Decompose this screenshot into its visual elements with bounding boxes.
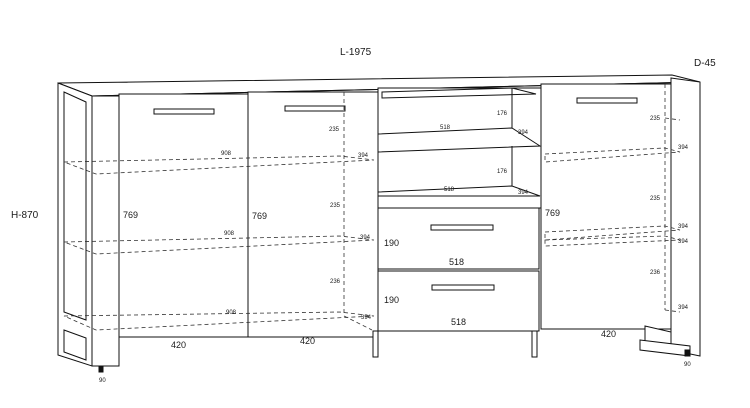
depth-label: D-45 (694, 58, 716, 69)
right-spacing-1: 235 (650, 116, 661, 122)
left-depth-2: 394 (360, 235, 371, 241)
center-depth-top: 394 (518, 130, 529, 136)
shelf-width-2: 908 (224, 231, 235, 237)
left-door-width: 420 (171, 340, 186, 350)
height-label: H-870 (11, 210, 39, 221)
center-leg-left (372, 330, 379, 358)
center-shelf-width-top: 518 (440, 125, 451, 131)
lower-drawer-height: 190 (384, 295, 399, 305)
right-spacing-2: 235 (650, 196, 661, 202)
center-shelf-height-top: 176 (497, 111, 508, 117)
shelf-width-1: 908 (221, 151, 232, 157)
right-door-width: 420 (601, 329, 616, 339)
lower-drawer (377, 270, 540, 332)
right-leg-depth: 90 (684, 362, 691, 368)
right-depth-3: 394 (678, 239, 689, 245)
left-foot (98, 365, 104, 373)
upper-drawer-handle (430, 224, 494, 231)
left-leg-depth: 90 (99, 378, 106, 384)
open-shelf-section (377, 87, 542, 209)
center-shelf-height-mid: 176 (497, 169, 508, 175)
right-depth-2: 394 (678, 224, 689, 230)
left-spacing-3: 236 (330, 279, 341, 285)
right-depth-4: 394 (678, 305, 689, 311)
right-side-panel (639, 77, 701, 357)
length-label: L-1975 (340, 47, 372, 58)
left-spacing-2: 235 (330, 203, 341, 209)
shelf-width-3: 908 (226, 310, 237, 316)
center-leg-right (531, 330, 538, 358)
center-depth-mid: 394 (518, 190, 529, 196)
right-door (540, 83, 672, 330)
lower-drawer-width: 518 (451, 317, 466, 327)
left-side-panel (57, 82, 120, 367)
middle-door-handle (284, 105, 346, 112)
lower-drawer-handle (431, 284, 495, 291)
upper-drawer-width: 518 (449, 257, 464, 267)
upper-drawer-height: 190 (384, 238, 399, 248)
hidden-shelves-right (544, 84, 681, 313)
right-door-handle (576, 97, 638, 104)
middle-door-width: 420 (300, 336, 315, 346)
left-door-height: 769 (123, 210, 138, 220)
left-door-handle (153, 108, 215, 115)
left-depth-1: 394 (358, 153, 369, 159)
right-spacing-3: 236 (650, 270, 661, 276)
right-door-height: 769 (545, 208, 560, 218)
middle-door-height: 769 (252, 211, 267, 221)
hidden-shelves-left (63, 92, 375, 331)
middle-door (247, 91, 379, 338)
left-depth-3: 394 (361, 315, 372, 321)
right-depth-1: 394 (678, 145, 689, 151)
left-door (118, 93, 249, 338)
left-spacing-1: 235 (329, 127, 340, 133)
upper-drawer (377, 207, 540, 270)
center-shelf-width-mid: 518 (444, 187, 455, 193)
